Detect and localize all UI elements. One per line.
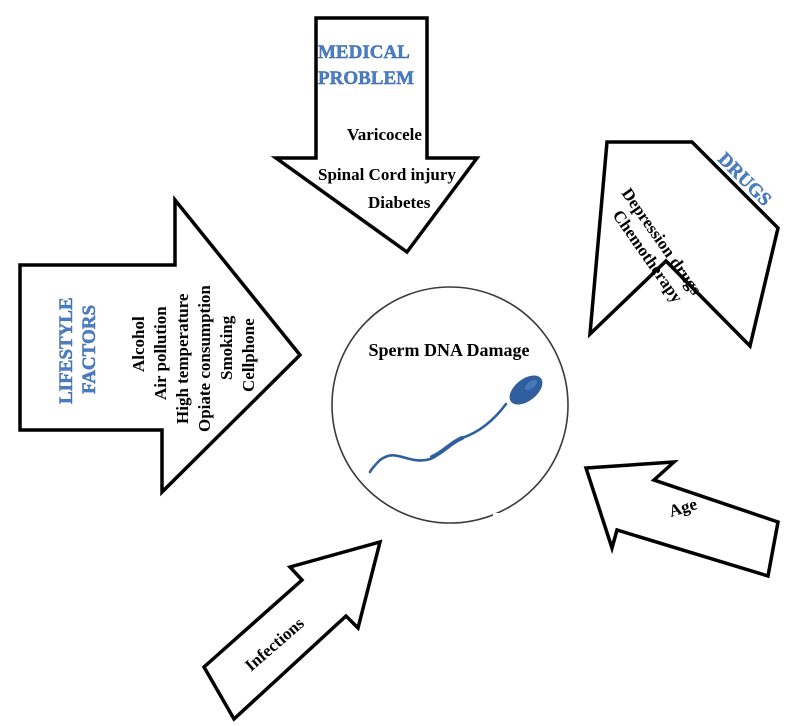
- lifestyle-item-alcohol: Alcohol: [129, 316, 148, 372]
- medical-problem-arrow-shape: [270, 16, 481, 255]
- circle-gap: [493, 513, 511, 521]
- lifestyle-title-line-1: LIFESTYLE: [56, 297, 77, 404]
- drugs-arrow-shape: [587, 140, 780, 350]
- lifestyle-title-line-2: FACTORS: [79, 305, 100, 394]
- center-circle-group: Sperm DNA Damage: [331, 286, 569, 524]
- center-circle: [331, 286, 569, 524]
- age-arrow-shape: [583, 459, 780, 579]
- lifestyle-factors-arrow: LIFESTYLE FACTORS Alcohol Air pollution …: [18, 195, 303, 497]
- lifestyle-arrow-shape: [18, 195, 303, 497]
- lifestyle-item-air-pollution: Air pollution: [151, 306, 170, 400]
- center-title: Sperm DNA Damage: [369, 340, 530, 360]
- lifestyle-item-opiate-consumption: Opiate consumption: [195, 285, 214, 432]
- infections-arrow: Infections: [201, 539, 383, 722]
- medical-item-diabetes: Diabetes: [368, 193, 431, 212]
- medical-problem-arrow: MEDICAL PROBLEM Varicocele Spinal Cord i…: [270, 16, 481, 255]
- lifestyle-item-high-temperature: High temperature: [173, 293, 192, 424]
- drugs-arrow: DRUGS Depression drugs Chemotherapy: [587, 140, 780, 350]
- medical-item-varicocele: Varicocele: [347, 125, 422, 144]
- sperm-tail: [368, 402, 508, 474]
- sperm-tail-taper: [430, 436, 464, 459]
- sperm-cell-icon: [368, 375, 543, 474]
- medical-problem-title-line-2: PROBLEM: [318, 68, 414, 89]
- infections-arrow-shape: [201, 539, 383, 722]
- lifestyle-item-smoking: Smoking: [217, 315, 236, 380]
- lifestyle-item-cellphone: Cellphone: [239, 318, 258, 392]
- medical-item-spinal-cord-injury: Spinal Cord injury: [318, 165, 456, 184]
- medical-problem-title-line-1: MEDICAL: [318, 42, 410, 63]
- age-arrow: Age: [583, 459, 780, 579]
- sperm-head-highlight: [525, 379, 537, 391]
